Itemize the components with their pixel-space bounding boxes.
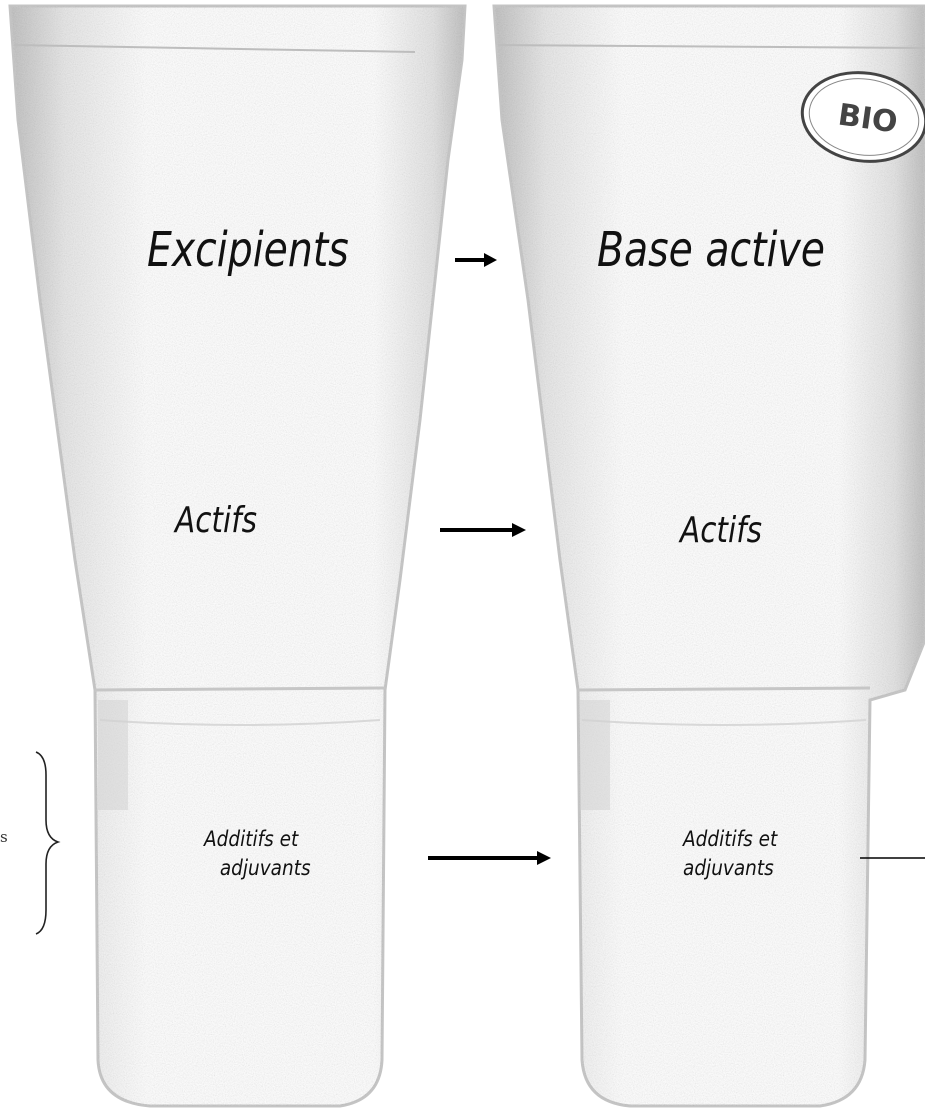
right-tube-cap-line: [578, 688, 870, 690]
left-tube: [10, 6, 465, 1106]
left-bottom-label: Additifs et adjuvants: [204, 825, 311, 883]
arrow-additifs: [428, 851, 551, 865]
curly-brace: [36, 752, 58, 934]
left-bottom-label-line2: adjuvants: [220, 854, 311, 883]
right-top-label: Base active: [597, 222, 825, 278]
right-middle-label: Actifs: [680, 510, 762, 551]
right-tube: BIO: [494, 6, 925, 1106]
left-tube-cap-line: [95, 688, 385, 690]
right-bottom-label-line1: Additifs et: [683, 825, 777, 854]
arrow-excipients-to-base: [455, 253, 497, 267]
left-bottom-label-line1: Additifs et: [204, 825, 311, 854]
right-bottom-label-line2: adjuvants: [683, 854, 777, 883]
left-edge-fragment: s: [0, 828, 8, 846]
left-middle-label: Actifs: [175, 500, 257, 541]
arrow-actifs: [440, 523, 526, 537]
right-bottom-label: Additifs et adjuvants: [683, 825, 777, 883]
left-top-label: Excipients: [147, 222, 349, 278]
